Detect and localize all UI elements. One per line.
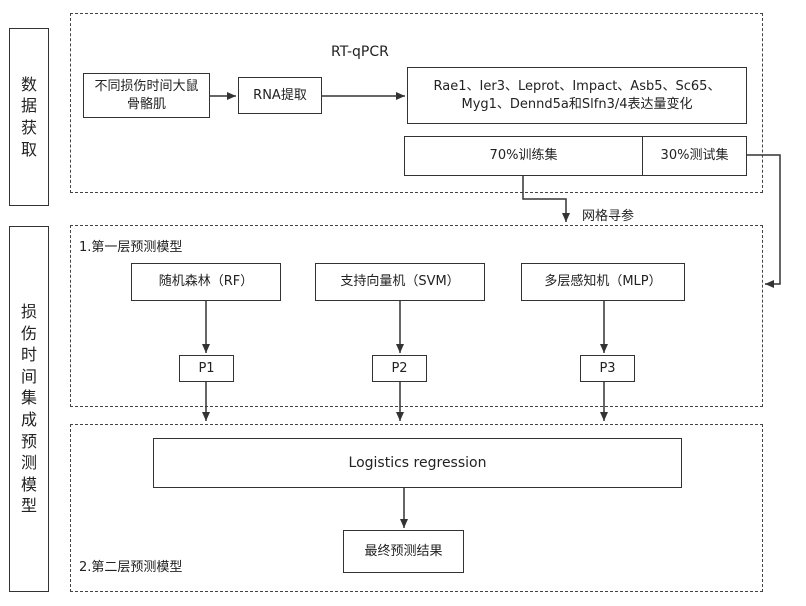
arrow-test-to-models [747,155,780,284]
arrow-train-to-models [523,176,566,222]
